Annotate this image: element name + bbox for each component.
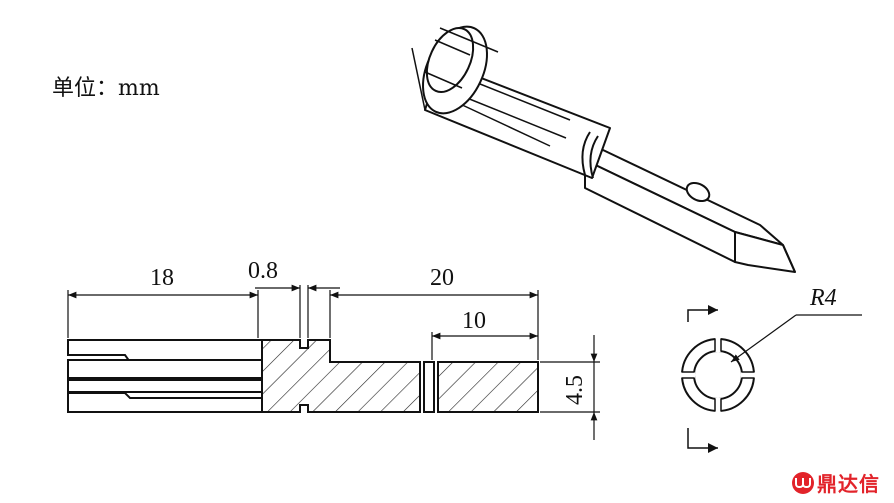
tongue-end-face xyxy=(734,231,796,273)
dim-left-length: 18 xyxy=(150,265,174,291)
radius-label: R4 xyxy=(809,285,837,311)
watermark-text: 鼎达信 xyxy=(817,472,880,496)
isometric-view xyxy=(411,25,796,273)
hatched-tip xyxy=(437,361,539,413)
dim-slot-width: 0.8 xyxy=(248,258,278,284)
dim-thickness: 4.5 xyxy=(562,375,588,405)
tongue-hole xyxy=(685,181,711,203)
extension-lines xyxy=(67,285,600,413)
hatched-body xyxy=(261,339,421,413)
groove xyxy=(423,361,435,413)
slotted-portion xyxy=(67,339,263,413)
inner-circle xyxy=(693,350,743,400)
logo-circle-icon xyxy=(792,471,814,494)
dim-tip-length: 10 xyxy=(462,308,486,334)
dim-right-length: 20 xyxy=(430,265,454,291)
dimension-lines xyxy=(68,284,598,440)
watermark-logo: 鼎达信 xyxy=(792,468,880,497)
section-view xyxy=(67,339,539,413)
unit-label: 单位：mm xyxy=(52,76,160,101)
end-view xyxy=(679,305,862,453)
